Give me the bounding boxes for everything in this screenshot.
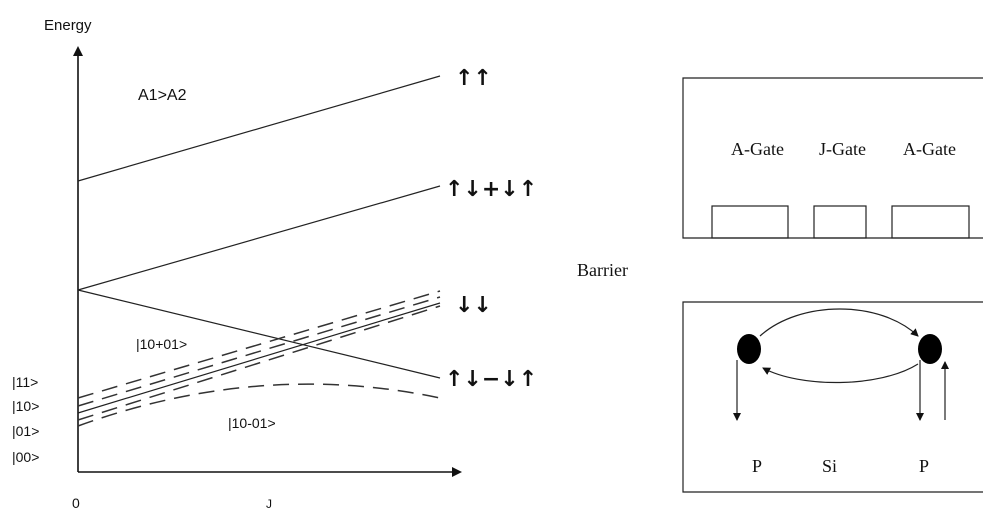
gate-label-a-right: A-Gate (903, 139, 956, 159)
state-label-01: |01> (12, 423, 39, 439)
j-gate-electrode (813, 205, 867, 239)
level-singlet-line (77, 289, 441, 379)
antisym-combination-label: |10-01> (228, 415, 276, 431)
donor-label-left: P (752, 456, 762, 476)
dashed-level-11 (77, 290, 441, 399)
sym-combination-label: |10+01> (136, 336, 187, 352)
dashed-level-curve (77, 383, 441, 427)
state-label-00: |00> (12, 449, 39, 465)
level-up-up-line (77, 75, 441, 182)
donor-label-right: P (919, 456, 929, 476)
substrate-label: Si (822, 456, 837, 476)
substrate-region-box (682, 301, 983, 493)
y-axis-label: Energy (44, 17, 92, 34)
dashed-level-10 (77, 296, 441, 407)
level-label-down-down: ↓↓ (455, 293, 492, 318)
donor-atom-left (737, 334, 761, 364)
a-gate-electrode-left (711, 205, 789, 239)
level-label-triplet-sym: ↑↓+↓↑ (445, 177, 537, 202)
level-label-singlet: ↑↓−↓↑ (445, 367, 537, 392)
level-down-down-line (77, 302, 441, 414)
x-tick-label: J (266, 497, 272, 510)
donor-atom-right (918, 334, 942, 364)
exchange-arrow-top (759, 308, 919, 337)
state-label-10: |10> (12, 398, 39, 414)
x-origin-label: 0 (72, 495, 80, 510)
gate-label-j: J-Gate (819, 139, 866, 159)
exchange-arrow-bottom (762, 363, 919, 384)
barrier-label: Barrier (577, 260, 628, 280)
gate-label-a-left: A-Gate (731, 139, 784, 159)
condition-label: A1>A2 (138, 87, 187, 104)
level-label-up-up: ↑↑ (455, 66, 492, 91)
dashed-level-01 (77, 305, 441, 421)
device-schematic: A-Gate J-Gate A-Gate Barrier P Si P (577, 77, 983, 493)
level-triplet-sym-line (77, 185, 441, 291)
a-gate-electrode-right (891, 205, 970, 239)
state-label-11: |11> (12, 374, 38, 390)
energy-level-diagram: Energy 0 J A1>A2 ↑↑ ↑↓+↓↑ ↓↓ ↑↓−↓↑ |10+0… (12, 17, 537, 510)
